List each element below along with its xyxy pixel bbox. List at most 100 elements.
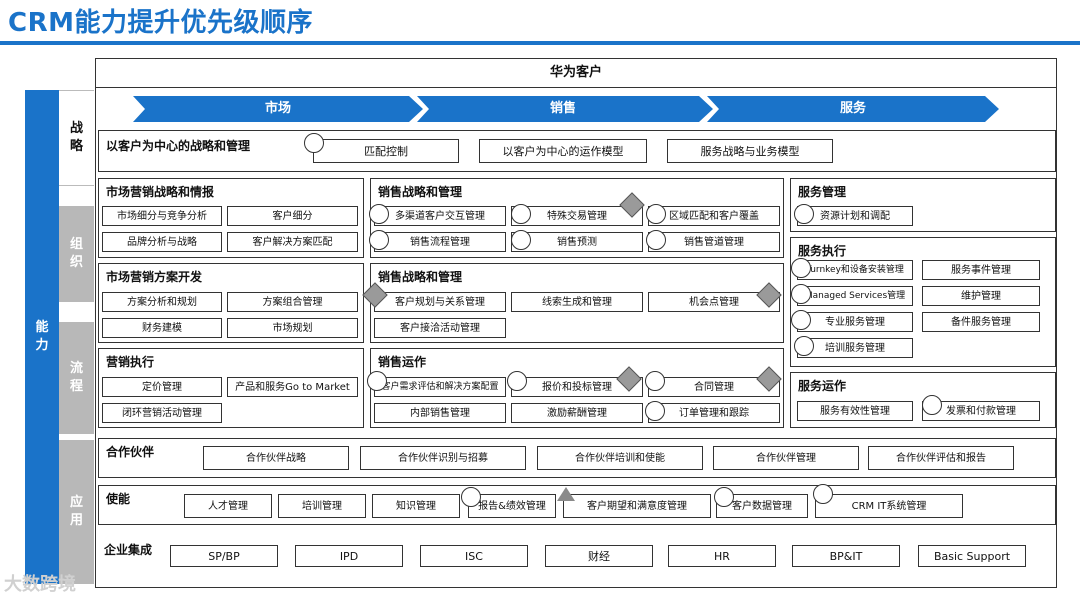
huawei-customer-header: 华为客户 xyxy=(95,58,1057,88)
turnkey-installation-cell: Turnkey和设备安装管理 xyxy=(797,260,913,280)
spbp-cell: SP/BP xyxy=(170,545,278,567)
market-strategy-title: 市场营销战略和情报 xyxy=(106,185,215,199)
value-chain-arrows xyxy=(133,96,999,122)
status-circle-icon xyxy=(369,230,389,250)
ipd-cell: IPD xyxy=(295,545,403,567)
status-circle-icon xyxy=(507,371,527,391)
capability-label: 能力 xyxy=(25,90,59,584)
status-circle-icon xyxy=(645,401,665,421)
reporting-performance-cell: 报告&绩效管理 xyxy=(468,494,556,518)
finance-cell: 财经 xyxy=(545,545,653,567)
opportunity-management-cell: 机会点管理 xyxy=(648,292,780,312)
strategy-text: 战略 xyxy=(69,121,83,154)
spare-parts-cell: 备件服务管理 xyxy=(922,312,1040,332)
financial-modeling-cell: 财务建模 xyxy=(102,318,222,338)
pricing-cell: 定价管理 xyxy=(102,377,222,397)
process-text: 流程 xyxy=(69,361,83,394)
enablement-title: 使能 xyxy=(106,492,131,506)
page-title: CRM能力提升优先级顺序 xyxy=(8,8,313,38)
partner-evaluation-cell: 合作伙伴评估和报告 xyxy=(868,446,1014,470)
solution-analysis-cell: 方案分析和规划 xyxy=(102,292,222,312)
arrow-service xyxy=(707,96,999,122)
sales-operations-title: 销售运作 xyxy=(378,355,427,369)
capability-text: 能力 xyxy=(35,320,49,353)
sales-forecast-cell: 销售预测 xyxy=(511,232,643,252)
status-circle-icon xyxy=(369,204,389,224)
service-operations-title: 服务运作 xyxy=(798,379,847,393)
partner-recruitment-cell: 合作伙伴识别与招募 xyxy=(360,446,526,470)
sales-strategy-title: 销售战略和管理 xyxy=(378,185,463,199)
strategy-label: 战略 xyxy=(59,90,94,186)
territory-coverage-cell: 区域匹配和客户覆盖 xyxy=(648,206,780,226)
incentive-compensation-cell: 激励薪酬管理 xyxy=(511,403,643,423)
enterprise-integration-title: 企业集成 xyxy=(104,543,153,557)
match-control-cell: 匹配控制 xyxy=(313,139,459,163)
professional-services-cell: 专业服务管理 xyxy=(797,312,913,332)
status-circle-icon xyxy=(511,204,531,224)
service-incident-cell: 服务事件管理 xyxy=(922,260,1040,280)
crm-it-system-cell: CRM IT系统管理 xyxy=(815,494,963,518)
customer-engagement-cell: 客户接洽活动管理 xyxy=(374,318,506,338)
status-circle-icon xyxy=(714,487,734,507)
arrow-market xyxy=(133,96,423,122)
partner-strategy-cell: 合作伙伴战略 xyxy=(203,446,349,470)
order-tracking-cell: 订单管理和跟踪 xyxy=(648,403,780,423)
market-plan-title: 市场营销方案开发 xyxy=(106,270,203,284)
quotation-bidding-cell: 报价和投标管理 xyxy=(511,377,643,397)
status-circle-icon xyxy=(791,310,811,330)
customer-centric-title: 以客户为中心的战略和管理 xyxy=(106,139,251,153)
status-circle-icon xyxy=(646,204,666,224)
customer-operating-model-cell: 以客户为中心的运作模型 xyxy=(479,139,647,163)
resource-planning-cell: 资源计划和调配 xyxy=(797,206,913,226)
requirement-assessment-cell: 客户需求评估和解决方案配置 xyxy=(374,377,506,397)
multichannel-cell: 多渠道客户交互管理 xyxy=(374,206,506,226)
status-circle-icon xyxy=(794,204,814,224)
marketing-execution-title: 营销执行 xyxy=(106,355,155,369)
partner-management-cell: 合作伙伴管理 xyxy=(713,446,859,470)
training-management-cell: 培训管理 xyxy=(278,494,366,518)
arrow-sales xyxy=(417,96,713,122)
service-effectiveness-cell: 服务有效性管理 xyxy=(797,401,913,421)
status-circle-icon xyxy=(646,230,666,250)
lead-generation-cell: 线索生成和管理 xyxy=(511,292,643,312)
diagram-frame xyxy=(95,58,1057,588)
go-to-market-cell: 产品和服务Go to Market xyxy=(227,377,358,397)
internal-sales-cell: 内部销售管理 xyxy=(374,403,506,423)
account-planning-cell: 客户规划与关系管理 xyxy=(374,292,506,312)
market-planning-cell: 市场规划 xyxy=(227,318,358,338)
status-circle-icon xyxy=(645,371,665,391)
managed-services-cell: Managed Services管理 xyxy=(797,286,913,306)
portfolio-management-cell: 方案组合管理 xyxy=(227,292,358,312)
status-circle-icon xyxy=(304,133,324,153)
partners-title: 合作伙伴 xyxy=(106,445,155,459)
stage-market: 市场 xyxy=(264,101,291,116)
process-label: 流程 xyxy=(59,322,94,434)
stage-sales: 销售 xyxy=(549,101,576,116)
training-services-cell: 培训服务管理 xyxy=(797,338,913,358)
status-circle-icon xyxy=(511,230,531,250)
status-circle-icon xyxy=(794,336,814,356)
talent-management-cell: 人才管理 xyxy=(184,494,272,518)
status-circle-icon xyxy=(813,484,833,504)
status-circle-icon xyxy=(461,487,481,507)
application-label: 应用 xyxy=(59,440,94,584)
maintenance-cell: 维护管理 xyxy=(922,286,1040,306)
service-strategy-model-cell: 服务战略与业务模型 xyxy=(667,139,833,163)
title-underline xyxy=(0,41,1080,45)
sales-pipeline-cell: 销售管道管理 xyxy=(648,232,780,252)
status-circle-icon xyxy=(791,284,811,304)
sales-process-cell: 销售流程管理 xyxy=(374,232,506,252)
status-circle-icon xyxy=(367,371,387,391)
contract-management-cell: 合同管理 xyxy=(648,377,780,397)
closed-loop-marketing-cell: 闭环营销活动管理 xyxy=(102,403,222,423)
knowledge-management-cell: 知识管理 xyxy=(372,494,460,518)
sales-management-title: 销售战略和管理 xyxy=(378,270,463,284)
priority-triangle-icon xyxy=(557,487,575,501)
watermark-logo: 大数跨境 xyxy=(4,574,76,595)
status-circle-icon xyxy=(791,258,811,278)
special-deal-cell: 特殊交易管理 xyxy=(511,206,643,226)
basic-support-cell: Basic Support xyxy=(918,545,1026,567)
customer-satisfaction-cell: 客户期望和满意度管理 xyxy=(563,494,711,518)
partner-enablement-cell: 合作伙伴培训和使能 xyxy=(537,446,703,470)
application-text: 应用 xyxy=(69,495,83,528)
